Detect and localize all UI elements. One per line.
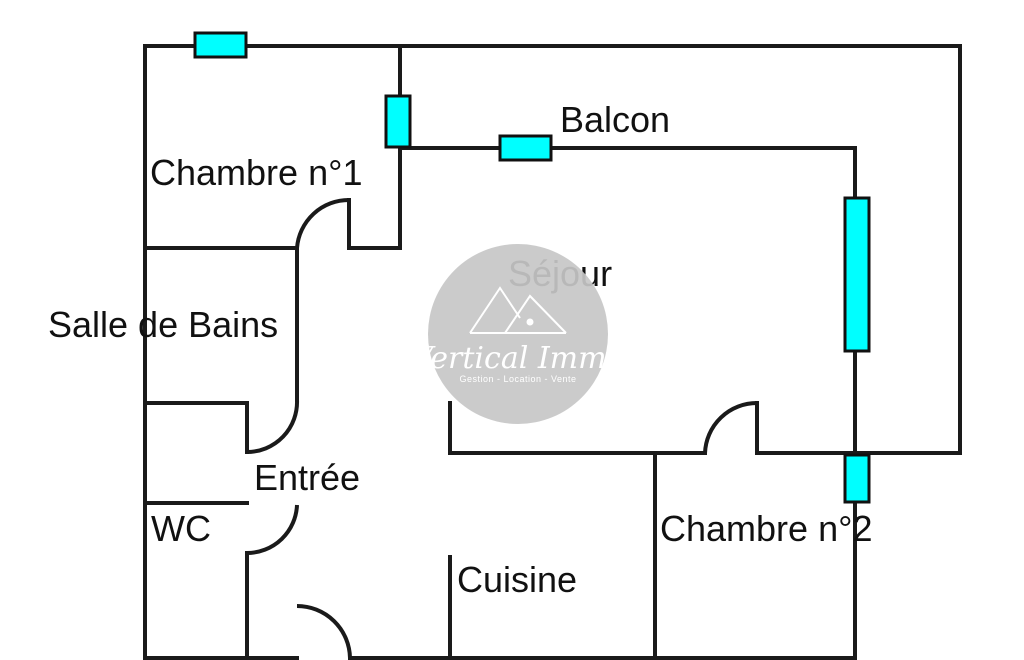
windows (193, 31, 871, 504)
label-salle-de-bains: Salle de Bains (48, 304, 278, 345)
label-wc: WC (151, 508, 211, 549)
window-sejour-right (843, 196, 871, 353)
triangle-logo-icon (469, 286, 567, 334)
label-chambre2: Chambre n°2 (660, 508, 873, 549)
door-sdb (246, 399, 300, 454)
door-wc (246, 504, 299, 556)
watermark-tagline: Gestion - Location - Vente (459, 374, 576, 384)
label-chambre1: Chambre n°1 (150, 152, 363, 193)
window-chambre1-right (384, 94, 412, 149)
label-balcon: Balcon (560, 99, 670, 140)
doors (246, 197, 758, 659)
door-chambre1 (295, 197, 350, 249)
window-balcon (498, 134, 553, 162)
window-chambre2 (843, 453, 871, 504)
door-entrance (296, 604, 352, 659)
door-sejour (703, 401, 758, 454)
label-cuisine: Cuisine (457, 559, 577, 600)
watermark-name: Vertical Immo (411, 341, 624, 376)
room-labels: Chambre n°1 Balcon Séjour Salle de Bains… (48, 99, 873, 600)
label-entree: Entrée (254, 457, 360, 498)
watermark: Vertical Immo Gestion - Location - Vente (411, 244, 625, 424)
window-chambre1-top (193, 31, 248, 59)
